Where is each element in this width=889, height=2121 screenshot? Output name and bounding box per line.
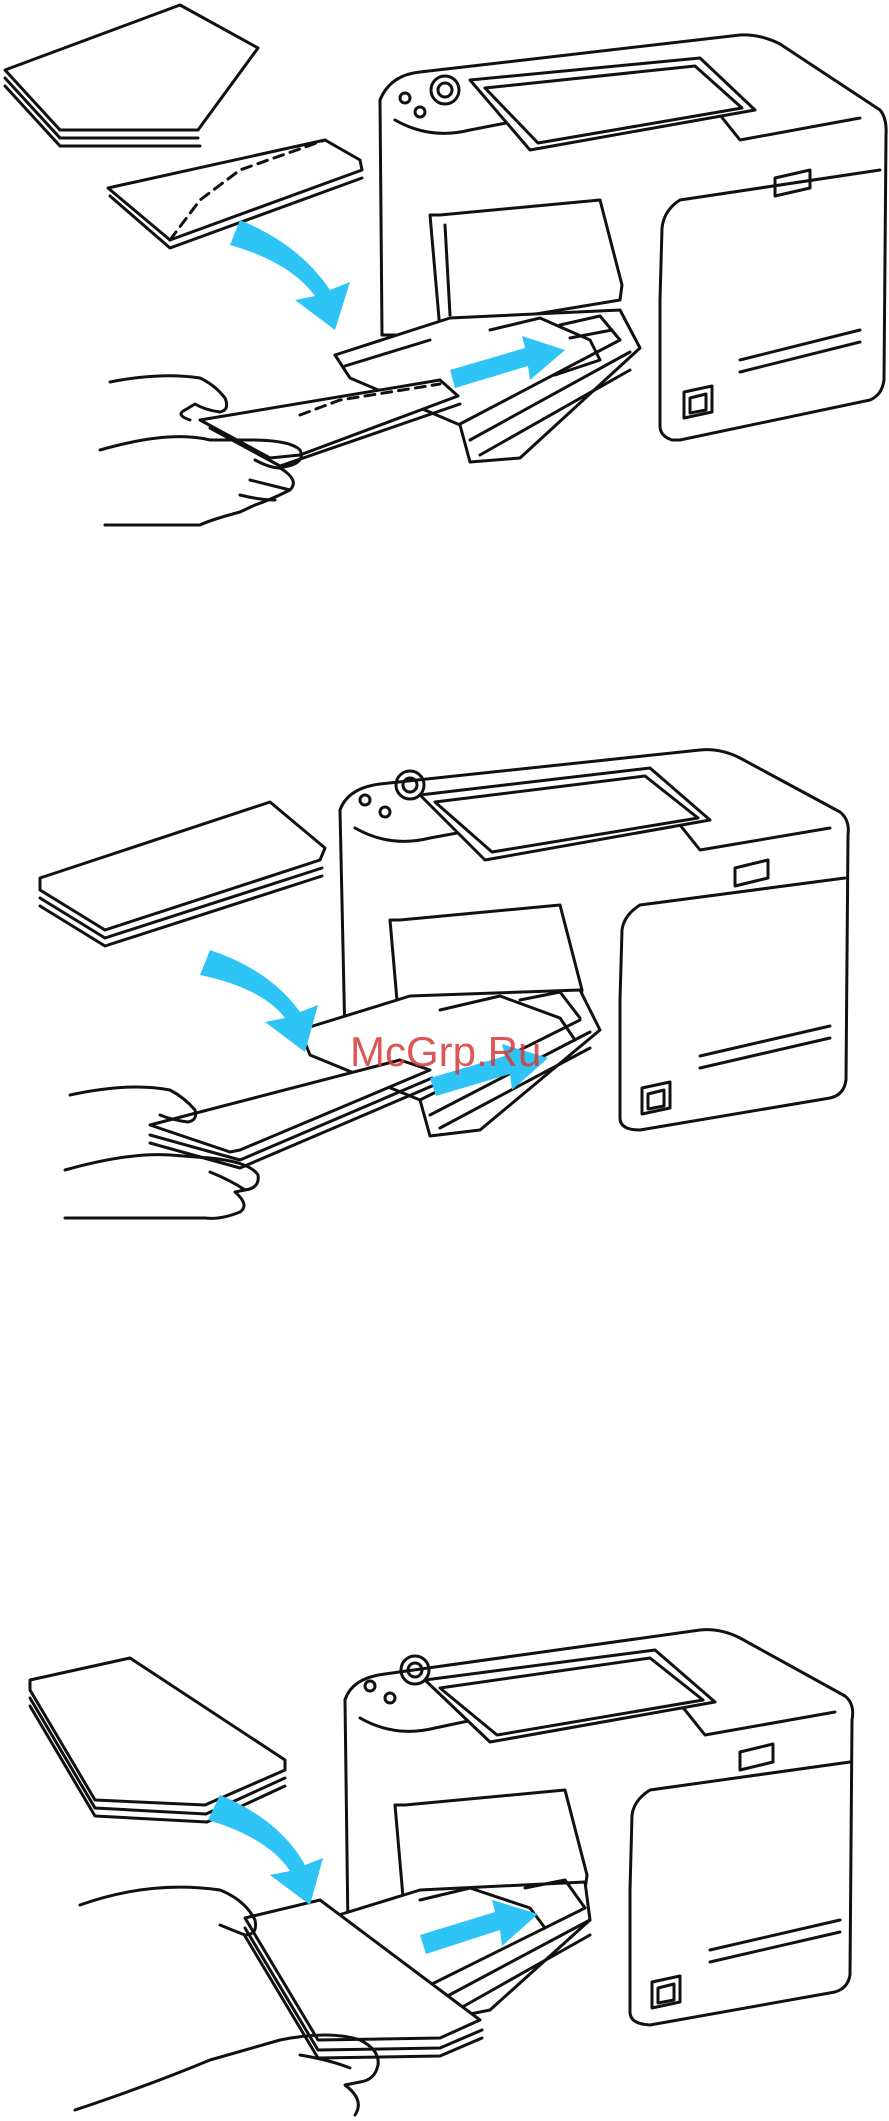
envelope-stack (30, 1658, 285, 1822)
envelope-inserted (150, 1060, 432, 1168)
envelope-inserted (200, 380, 460, 466)
figure-1-printer-envelope-short-edge (0, 0, 889, 540)
curved-arrow (230, 220, 350, 330)
figure-2-printer-envelope-long-edge (0, 700, 889, 1220)
curved-arrow (200, 950, 318, 1052)
single-envelope (108, 140, 362, 248)
printer-envelope-long-edge-icon (0, 700, 889, 1220)
figure-3-printer-envelope-stack (0, 1590, 889, 2121)
printer-envelope-short-edge-icon (0, 0, 889, 540)
printer-envelope-stack-icon (0, 1590, 889, 2121)
envelope-stack (5, 5, 258, 146)
curved-arrow (208, 1795, 323, 1905)
envelope-stack (40, 802, 325, 946)
watermark-text: McGrp.Ru (350, 1028, 541, 1076)
